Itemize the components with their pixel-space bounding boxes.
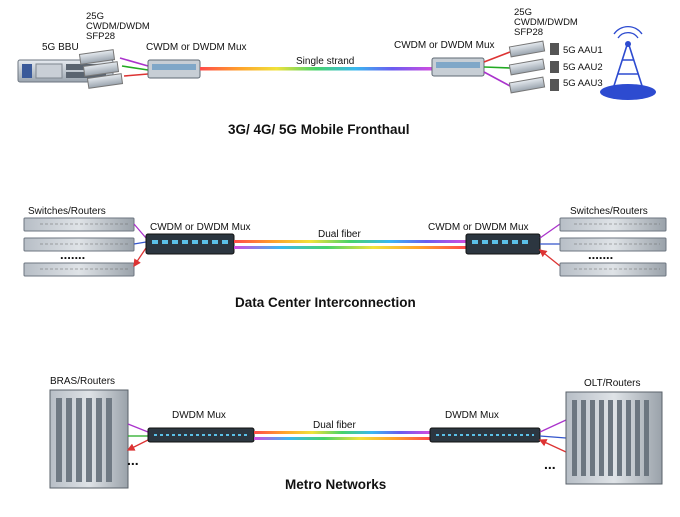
sfp-fibers-right [483,51,511,87]
fiber-dual-top-metro [254,431,430,434]
fiber-dual-bottom-dc [234,246,466,249]
sfp-fibers-left [119,57,149,77]
sfp-right-line3: SFP28 [514,27,544,38]
metro-fibers-right [538,419,567,453]
aau2-label: 5G AAU2 [563,62,603,73]
fiber-single-strand [200,67,432,71]
mux-dc-left [145,233,235,255]
metro-left-ellipsis: ... [127,452,139,468]
dc-left-label: Switches/Routers [28,206,106,217]
dc-fibers-left [133,223,147,268]
sfp-right-line1: 25G [514,7,532,18]
mux-dc-right [465,233,541,255]
dc-left-ellipsis: ....... [60,247,86,262]
cell-tower-icon [600,25,656,100]
mux-metro-left [147,427,255,443]
bras-label: BRAS/Routers [50,376,116,387]
mux-dc-left-label: CWDM or DWDM Mux [150,222,251,233]
bbu-label: 5G BBU [42,42,79,53]
mux-fronthaul-left-label: CWDM or DWDM Mux [146,42,247,53]
metro-right-ellipsis: ... [544,456,556,472]
dc-right-label: Switches/Routers [570,206,648,217]
fronthaul-title: 3G/ 4G/ 5G Mobile Fronthaul [228,122,410,137]
sfp-left-line1: 25G [86,11,104,22]
mux-dc-right-label: CWDM or DWDM Mux [428,222,529,233]
mux-metro-right [429,427,541,443]
dual-fiber-dc-label: Dual fiber [318,229,361,240]
sfp-left-line3: SFP28 [86,31,116,42]
sfp-modules-right [508,40,546,94]
mux-fronthaul-left [147,59,201,79]
switch-stack-left [23,217,135,277]
mux-fronthaul-right-label: CWDM or DWDM Mux [394,40,495,51]
dc-right-ellipsis: ....... [588,247,614,262]
sfp-left-line2: CWDM/DWDM [86,21,150,32]
switch-stack-right [559,217,667,277]
sfp-modules-left [78,49,124,89]
dual-fiber-metro-label: Dual fiber [313,420,356,431]
bras-router-chassis [49,389,129,489]
olt-router-chassis [565,391,663,485]
mux-fronthaul-right [431,57,485,77]
fiber-dual-top-dc [234,240,466,243]
metro-title: Metro Networks [285,477,387,492]
single-strand-label: Single strand [296,56,355,67]
aau1-label: 5G AAU1 [563,45,603,56]
olt-label: OLT/Routers [584,378,641,389]
fiber-dual-bottom-metro [254,437,430,440]
sfp-right-line2: CWDM/DWDM [514,17,578,28]
aau-units [550,43,559,91]
dc-fibers-right [538,223,561,267]
aau3-label: 5G AAU3 [563,78,603,89]
mux-metro-left-label: DWDM Mux [172,410,226,421]
dc-title: Data Center Interconnection [235,295,416,310]
metro-fibers-left [126,423,149,451]
mux-metro-right-label: DWDM Mux [445,410,499,421]
